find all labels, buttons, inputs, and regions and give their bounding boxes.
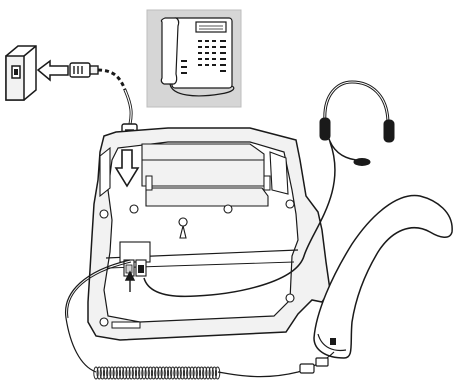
handset-icon: [314, 196, 452, 358]
modular-plug-icon: [70, 63, 98, 77]
cord-coil: [215, 367, 219, 379]
headset-icon: [320, 82, 394, 166]
telephone-preview: [147, 10, 241, 107]
desk-telephone-icon: [161, 18, 233, 96]
wall-socket-icon: [6, 46, 36, 100]
plug-into-wall-arrow: [38, 61, 68, 80]
handset-plug-arrow: [316, 358, 328, 366]
line-cord: [98, 70, 131, 124]
